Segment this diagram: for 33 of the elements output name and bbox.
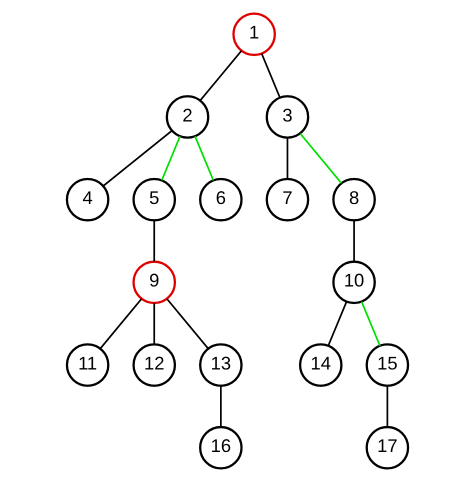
node-circle: 1: [232, 12, 276, 56]
connector: [327, 300, 347, 346]
connector: [152, 220, 155, 262]
connector: [219, 386, 222, 426]
node-circle: 4: [65, 177, 109, 221]
node-circle: 14: [298, 342, 342, 386]
connector: [299, 132, 342, 184]
node-circle: 5: [132, 177, 176, 221]
node-circle: 7: [265, 177, 309, 221]
node-circle: 2: [165, 94, 209, 138]
connector: [102, 130, 172, 186]
connector: [360, 300, 380, 346]
connector: [386, 386, 388, 426]
connector: [286, 137, 288, 178]
connector: [166, 298, 208, 348]
node-circle: 12: [132, 342, 176, 386]
connector: [160, 136, 180, 180]
connector: [199, 50, 242, 100]
node-circle: 10: [332, 260, 376, 304]
node-circle: 8: [332, 177, 376, 221]
node-circle: 9: [132, 260, 176, 304]
node-circle: 6: [198, 177, 242, 221]
node-circle: 17: [365, 425, 409, 470]
node-circle: 11: [65, 342, 109, 386]
node-circle: 3: [265, 94, 309, 138]
node-circle: 16: [198, 425, 242, 470]
node-circle: 15: [365, 342, 409, 386]
node-circle: 13: [198, 342, 242, 386]
connector: [260, 52, 280, 98]
connector: [352, 220, 354, 262]
connector: [99, 298, 142, 348]
connector: [152, 302, 155, 344]
connector: [194, 136, 214, 180]
